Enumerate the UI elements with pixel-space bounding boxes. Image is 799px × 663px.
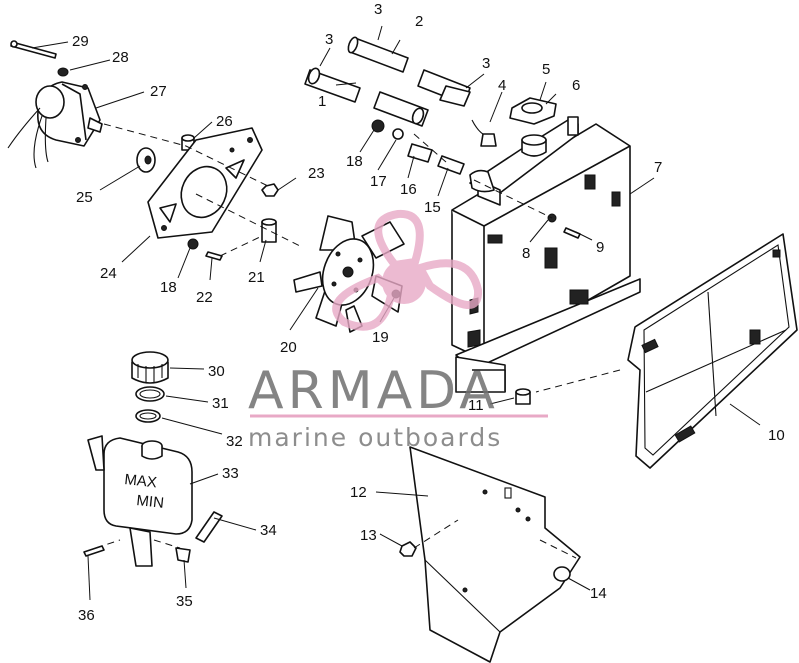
screw-22 xyxy=(205,251,223,261)
callout-10: 10 xyxy=(768,427,785,444)
callout-32: 32 xyxy=(226,433,243,450)
callout-22: 22 xyxy=(196,289,213,306)
lock-washer-18 xyxy=(187,238,199,250)
callout-21: 21 xyxy=(248,269,265,286)
fittings xyxy=(371,119,465,175)
leader-lines xyxy=(31,25,761,601)
callout-5: 5 xyxy=(542,61,550,78)
spacer-25 xyxy=(136,147,156,173)
callout-3: 3 xyxy=(374,1,382,18)
callout-33: 33 xyxy=(222,465,239,482)
motor-bolt xyxy=(10,40,57,59)
overflow-bottle: MAX MIN xyxy=(87,435,193,567)
watermark-brand: ARMADA xyxy=(248,361,499,421)
bolt-8-9 xyxy=(547,213,581,239)
watermark-tagline: marine outboards xyxy=(248,423,502,452)
callout-36: 36 xyxy=(78,607,95,624)
callout-labels: 1 2 3 3 3 4 5 6 7 8 9 10 11 12 13 14 15 … xyxy=(72,1,785,624)
callout-6: 6 xyxy=(572,77,580,94)
callout-13: 13 xyxy=(360,527,377,544)
callout-12: 12 xyxy=(350,484,367,501)
plug-14 xyxy=(553,566,571,582)
callout-23: 23 xyxy=(308,165,325,182)
callout-31: 31 xyxy=(212,395,229,412)
callout-19: 19 xyxy=(372,329,389,346)
callout-18: 18 xyxy=(346,153,363,170)
hoses-and-clamps xyxy=(304,36,497,147)
spacer-21 xyxy=(261,218,277,243)
callout-2: 2 xyxy=(415,13,423,30)
mounting-bracket xyxy=(147,127,263,239)
radiator-screen xyxy=(627,233,798,469)
callout-8: 8 xyxy=(522,245,530,262)
callout-14: 14 xyxy=(590,585,607,602)
callout-18: 18 xyxy=(160,279,177,296)
nut-23 xyxy=(261,183,279,197)
callout-4: 4 xyxy=(498,77,506,94)
callout-30: 30 xyxy=(208,363,225,380)
gasket-32 xyxy=(135,409,161,423)
callout-1: 1 xyxy=(318,93,326,110)
callout-3: 3 xyxy=(325,31,333,48)
screw-36 xyxy=(83,545,105,557)
assembly-lines xyxy=(95,123,621,559)
gasket-31 xyxy=(135,386,165,402)
callout-34: 34 xyxy=(260,522,277,539)
bottle-min-mark: MIN xyxy=(136,492,165,512)
callout-17: 17 xyxy=(370,173,387,190)
nut-13 xyxy=(399,541,417,557)
radiator xyxy=(451,116,641,393)
callout-7: 7 xyxy=(654,159,662,176)
fan-motor xyxy=(7,81,103,169)
callout-28: 28 xyxy=(112,49,129,66)
callout-20: 20 xyxy=(280,339,297,356)
hose-clamp-35 xyxy=(175,547,191,563)
callout-24: 24 xyxy=(100,265,117,282)
radiator-cap xyxy=(509,97,557,125)
callout-15: 15 xyxy=(424,199,441,216)
callout-27: 27 xyxy=(150,83,167,100)
callout-16: 16 xyxy=(400,181,417,198)
washer xyxy=(57,67,69,77)
shroud-panel xyxy=(409,446,581,663)
callout-25: 25 xyxy=(76,189,93,206)
callout-9: 9 xyxy=(596,239,604,256)
callout-11: 11 xyxy=(468,397,484,414)
bottle-max-mark: MAX xyxy=(124,471,158,491)
callout-29: 29 xyxy=(72,33,89,50)
callout-35: 35 xyxy=(176,593,193,610)
callout-26: 26 xyxy=(216,113,233,130)
bottle-hose-34 xyxy=(195,511,223,543)
bottle-cap xyxy=(131,351,169,384)
grommet-11 xyxy=(515,388,531,405)
callout-3: 3 xyxy=(482,55,490,72)
armada-logo-watermark xyxy=(332,209,483,331)
